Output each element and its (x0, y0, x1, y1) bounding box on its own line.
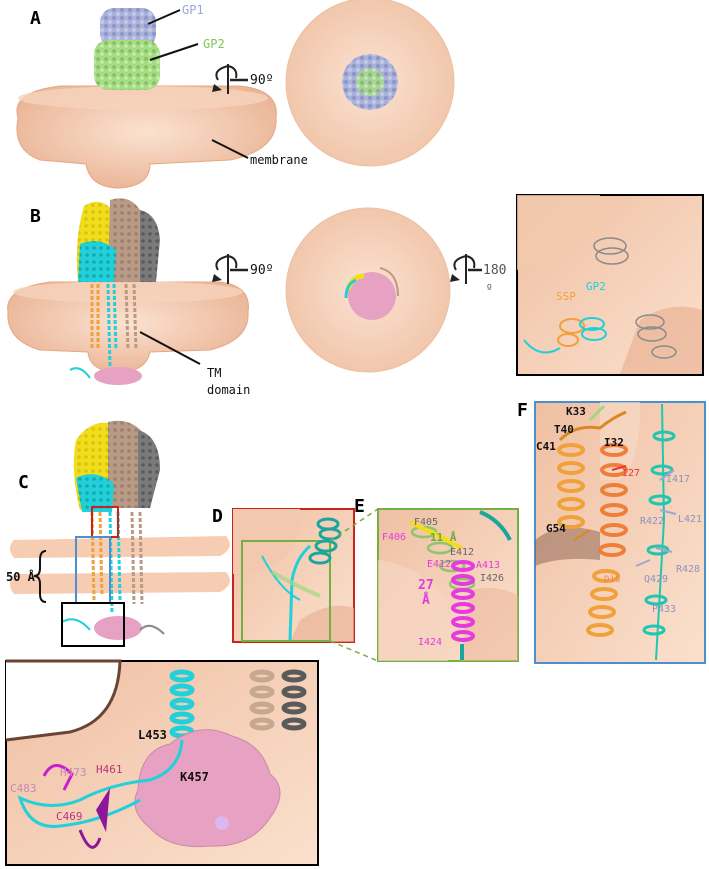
residue-i32: I32 (604, 436, 624, 449)
panel-c: C 50 Å (6, 420, 230, 647)
residue-g54: G54 (546, 522, 566, 535)
panel-a-rotation: 90º (250, 73, 273, 88)
panel-c-letter: C (18, 472, 29, 493)
residue-i27: I27 (622, 468, 640, 479)
residue-a413: A413 (476, 560, 500, 571)
panel-a-membrane (16, 85, 277, 189)
residue-l453: L453 (138, 728, 167, 742)
panel-c-membrane-upper (10, 536, 230, 558)
panel-f-letter: F (517, 400, 528, 421)
inset-ssp-label: SSP (556, 290, 576, 303)
tm-label-2: domain (207, 383, 250, 397)
panel-a-glycoprotein (94, 8, 160, 90)
panel-g-pink-domain (134, 729, 281, 848)
panel-a: A GP1 GP2 membrane 90º (16, 0, 455, 189)
rotation-arrow-icon (450, 254, 482, 284)
residue-i417: I417 (666, 474, 690, 485)
panel-b-rotation-2: 180 (483, 263, 506, 278)
residue-t40: T40 (554, 423, 574, 436)
panel-b-rotation: 90º (250, 263, 273, 278)
residue-c41: C41 (536, 440, 556, 453)
residue-i424: I424 (418, 637, 442, 648)
residue-r422: R422 (640, 516, 664, 527)
residue-p433: P433 (652, 604, 676, 615)
panel-b-letter: B (30, 206, 41, 227)
panel-g: G L453 K457 (5, 659, 319, 866)
residue-r428: R428 (676, 564, 700, 575)
residue-e412-a: E412 (450, 547, 474, 558)
panel-b-rotation-2-deg: º (486, 282, 493, 295)
gp1-label: GP1 (182, 3, 204, 17)
panel-e: E F405 F406 11 Å E412 27 Å I426 (354, 496, 519, 662)
tm-label-1: TM (207, 366, 221, 380)
distance-27: 27 (418, 578, 434, 593)
rotation-arrow-icon (212, 64, 248, 94)
panel-e-letter: E (354, 496, 365, 517)
residue-h473: H473 (60, 766, 87, 779)
panel-c-glycoprotein (73, 420, 160, 512)
residue-q429: Q429 (644, 574, 668, 585)
panel-b-glycoprotein (76, 198, 160, 282)
distance-11a: 11 Å (430, 531, 457, 544)
residue-f405: F405 (414, 517, 438, 528)
residue-c483: C483 (10, 782, 37, 795)
residue-k457: K457 (180, 770, 209, 784)
panel-c-membrane-lower (10, 572, 230, 594)
residue-l421: L421 (678, 514, 702, 525)
panel-b-inset: SSP GP2 (516, 194, 704, 376)
residue-e412-b: E412 (427, 559, 451, 570)
residue-c469: C469 (56, 810, 83, 823)
panel-b: B TM domain 90º (7, 194, 704, 397)
residue-h461: H461 (96, 763, 123, 776)
gp2-label: GP2 (203, 37, 225, 51)
panel-d-letter: D (212, 506, 223, 527)
residue-f406: F406 (382, 532, 406, 543)
membrane-label: membrane (250, 153, 308, 167)
panel-c-scale: 50 Å (6, 569, 36, 584)
panel-c-box-black (61, 602, 125, 647)
residue-i426: I426 (480, 573, 504, 584)
distance-27-unit: Å (422, 592, 430, 608)
panel-f: F (517, 400, 706, 664)
residue-k33: K33 (566, 405, 586, 418)
residue-d16: D16 (604, 575, 620, 585)
inset-gp2-label: GP2 (586, 280, 606, 293)
rotation-arrow-icon (212, 254, 248, 284)
panel-d: D (212, 506, 355, 643)
panel-a-letter: A (30, 8, 41, 29)
